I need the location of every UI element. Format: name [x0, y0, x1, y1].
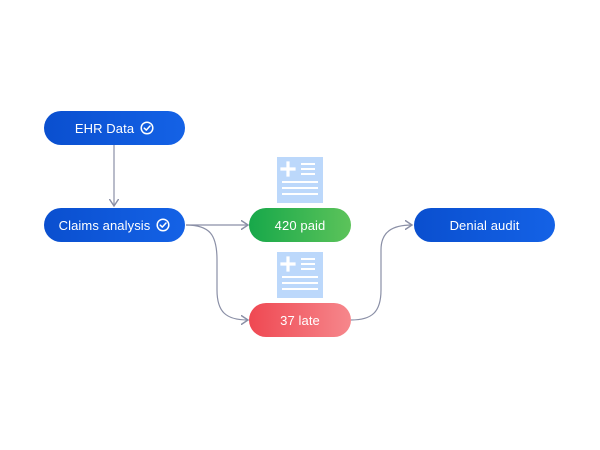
check-circle-icon [140, 121, 154, 135]
node-label: 420 paid [274, 217, 326, 233]
node-ehr-data: EHR Data [44, 111, 185, 145]
check-circle-icon [156, 218, 170, 232]
edge-claims-to-late [185, 224, 248, 320]
edge-late-to-denial [350, 225, 412, 321]
node-paid: 420 paid [249, 208, 351, 242]
node-claims-analysis: Claims analysis [44, 208, 185, 242]
node-label: Denial audit [449, 217, 520, 233]
medical-document-icon [277, 157, 323, 203]
node-denial-audit: Denial audit [414, 208, 555, 242]
medical-document-icon [277, 252, 323, 298]
node-late: 37 late [249, 303, 351, 337]
node-label: EHR Data [74, 120, 135, 136]
node-label: Claims analysis [58, 217, 151, 233]
node-label: 37 late [280, 312, 320, 328]
